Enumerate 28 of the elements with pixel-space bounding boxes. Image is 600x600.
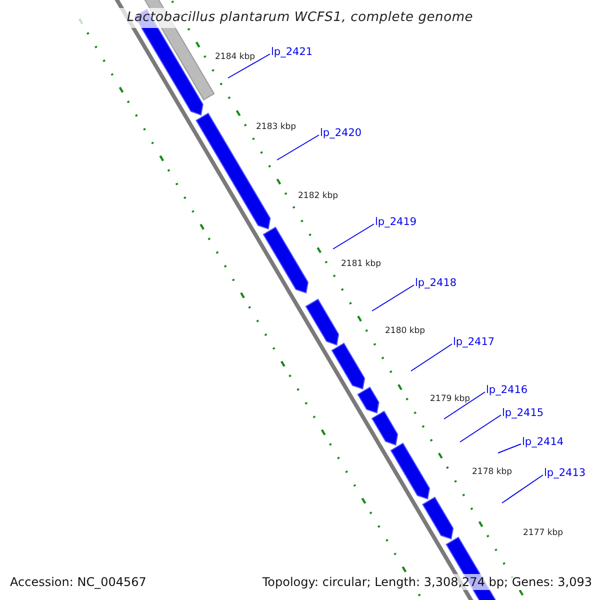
leader-line xyxy=(332,224,374,250)
gene-label: lp_2414 xyxy=(522,436,564,448)
tick-label: 2184 kbp xyxy=(215,52,256,62)
tick-label: 2182 kbp xyxy=(298,191,338,201)
gene-label: lp_2419 xyxy=(375,216,417,228)
info-text: Accession: NC_004567 xyxy=(8,574,148,590)
leader-line xyxy=(276,134,320,160)
leader-line xyxy=(498,444,522,454)
gene-label: lp_2415 xyxy=(502,407,544,419)
gene-label: lp_2420 xyxy=(320,127,362,139)
leader-line xyxy=(460,414,502,442)
leader-line xyxy=(444,392,486,420)
gene-label: lp_2417 xyxy=(453,336,495,348)
leader-line xyxy=(228,54,270,78)
info-text: Topology: circular; Length: 3,308,274 bp; Genes: 3,093 xyxy=(260,574,594,590)
tick-label: 2178 kbp xyxy=(472,467,512,477)
leader-line xyxy=(410,344,452,372)
tick-label: 2180 kbp xyxy=(385,326,426,336)
tick-label: 2181 kbp xyxy=(341,259,382,269)
tick-label: 2183 kbp xyxy=(256,122,296,132)
gene-label: lp_2421 xyxy=(271,46,313,58)
tick-label: 2177 kbp xyxy=(523,528,564,538)
leader-line xyxy=(502,474,544,504)
gene-label: lp_2418 xyxy=(415,277,457,289)
gene-label: lp_2413 xyxy=(544,467,586,479)
gene-label: lp_2416 xyxy=(486,384,528,396)
leader-line xyxy=(372,284,414,312)
tick-label: 2179 kbp xyxy=(430,394,470,404)
